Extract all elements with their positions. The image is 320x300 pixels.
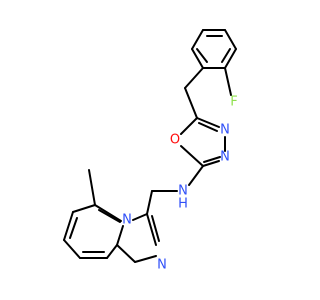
benzene-bond (191, 48, 204, 69)
molecule-structure: F O N N N H N N (63, 29, 238, 273)
pyridine-bond (106, 244, 118, 259)
pyridine-bond (94, 204, 122, 222)
imidazole-nitrogen-label: N (157, 258, 167, 273)
atom-labels: F O N N N H N N (122, 95, 238, 273)
amine-nitrogen-label: N (178, 184, 188, 199)
imidazole-bond (116, 225, 124, 246)
pyridine-inner-bond (69, 217, 78, 239)
methylene-bond (184, 87, 198, 119)
benzene-inner-bond (196, 48, 208, 63)
bridgehead-nitrogen-label: N (122, 213, 132, 228)
oxadiazole-oxygen-label: O (170, 133, 180, 148)
pyridine-bond (63, 211, 74, 241)
pyridine-bond (63, 239, 81, 259)
oxadiazole-nitrogen-lower-label: N (220, 150, 230, 165)
benzene-inner-bond (221, 48, 231, 63)
imidazole-bond (132, 213, 148, 221)
methylene-imidazole-bond (146, 190, 153, 215)
pyridine-bond (72, 204, 96, 213)
methyl-bond (88, 169, 96, 206)
imidazole-inner-bond (151, 215, 160, 242)
pyridine-inner-bond (98, 209, 121, 223)
fluorine-atom-label: F (230, 95, 237, 110)
carbon-fluorine-bond (224, 67, 232, 96)
oxadiazole-c2-oxygen-bond (180, 145, 204, 167)
methylene-bond (184, 67, 204, 89)
bonds (63, 29, 237, 263)
oxadiazole-double-bond (203, 156, 221, 163)
oxadiazole-c5-nitrogen-bond (196, 117, 220, 128)
imidazole-bond (134, 255, 157, 263)
oxadiazole-double-bond (198, 122, 218, 132)
oxadiazole-c5-oxygen-bond (180, 117, 198, 135)
oxadiazole-nitrogen-c2-bond (202, 160, 220, 167)
imidazole-bond (116, 244, 136, 263)
amine-hydrogen-label: H (178, 197, 188, 212)
amine-bond (188, 165, 204, 186)
benzene-bond (224, 48, 237, 69)
benzene-bond (224, 29, 237, 50)
imidazole-bond (146, 213, 157, 246)
benzene-bond (191, 29, 204, 50)
oxadiazole-nitrogen-upper-label: N (220, 123, 230, 138)
